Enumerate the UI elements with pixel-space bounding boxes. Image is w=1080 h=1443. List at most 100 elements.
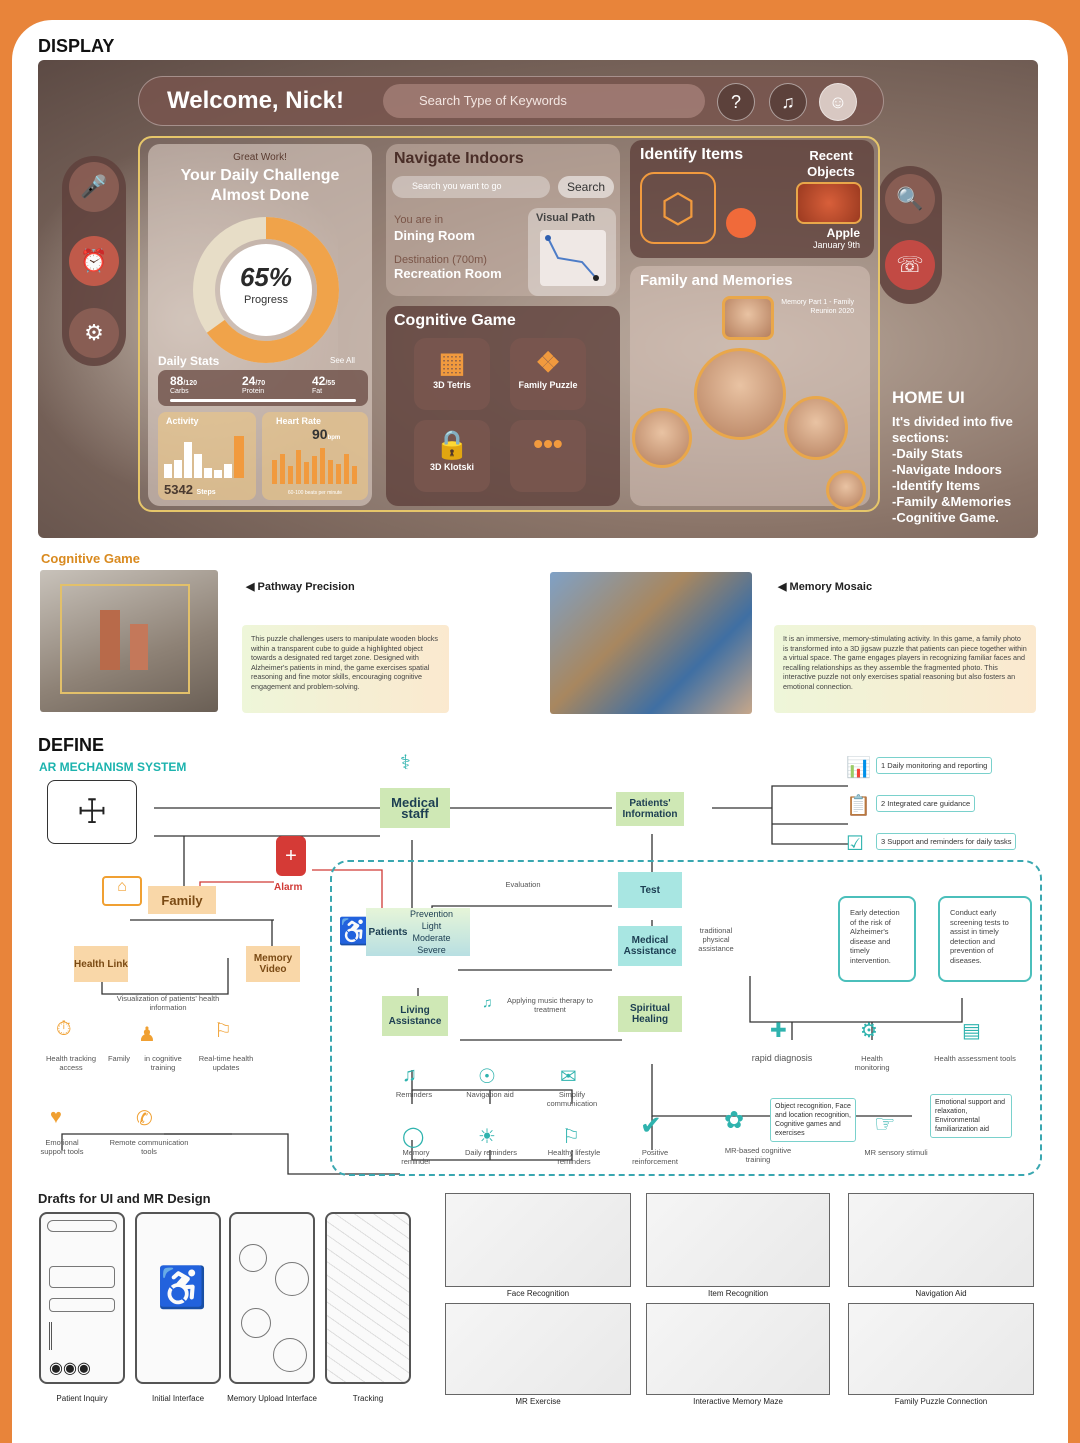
tile-3d-klotski[interactable]: 🔒3D Klotski	[414, 420, 490, 492]
triangle-left-icon: ◀	[778, 581, 787, 593]
home-ui-title: HOME UI	[892, 388, 965, 407]
daily-stats-card: Great Work! Your Daily Challenge Almost …	[148, 144, 372, 506]
severity-level: Severe	[417, 945, 446, 955]
left-icon-label: Real-time health updates	[198, 1054, 254, 1072]
sketch-face-recognition	[445, 1193, 631, 1287]
protein-label: Protein	[242, 388, 265, 395]
thumbs-up-icon: ✔	[640, 1110, 662, 1140]
bpm-unit: bpm	[327, 435, 341, 441]
sketch-mr-exercise	[445, 1303, 631, 1395]
reminder-label: Navigation aid	[466, 1090, 514, 1099]
ar-headset-icon: ☩	[47, 780, 137, 844]
draft-caption: Memory Upload Interface	[227, 1394, 317, 1403]
microphone-icon[interactable]: 🎤	[69, 162, 119, 212]
avatar-child[interactable]	[632, 408, 692, 468]
memory-photo[interactable]	[722, 296, 774, 340]
daily-stats-title: Daily Stats	[158, 354, 220, 368]
object-recognition-box: Object recognition, Face and location re…	[770, 1098, 856, 1142]
assessment-icon: ▤	[962, 1020, 981, 1042]
bell-icon[interactable]: ♫	[769, 83, 807, 121]
avatar[interactable]: ☺	[819, 83, 857, 121]
sketch-memory-maze	[646, 1303, 830, 1395]
magnifier-icon	[726, 208, 756, 238]
health-update-icon: ⚐	[214, 1020, 232, 1042]
bpm-value: 90	[312, 426, 328, 442]
tile-3d-tetris[interactable]: ▦3D Tetris	[414, 338, 490, 410]
reminder-label: MR-based cognitive training	[724, 1146, 792, 1164]
right-list-item-1: 1 Daily monitoring and reporting	[876, 757, 993, 774]
ar-system-title: AR MECHANISM SYSTEM	[39, 760, 187, 774]
draft-phone-2: ♿	[135, 1212, 221, 1384]
destination-name: Recreation Room	[394, 266, 502, 281]
cube-scan-icon[interactable]: ⬡	[640, 172, 716, 244]
apple-thumbnail[interactable]	[796, 182, 862, 224]
memory-caption: Memory Part 1 - Family Reunion 2020	[781, 299, 854, 315]
draft-phone-1: ◉◉◉	[39, 1212, 125, 1384]
bell-icon: ♫	[402, 1064, 417, 1086]
drafts-title: Drafts for UI and MR Design	[38, 1191, 211, 1206]
activity-card: Activity 5342 Steps	[158, 412, 256, 500]
see-all-link[interactable]: See All	[330, 356, 355, 365]
heart-note: 60-100 beats per minute	[287, 490, 343, 496]
activity-bars	[164, 436, 244, 478]
health-monitoring-icon: ⚙	[860, 1020, 878, 1042]
music-label: Applying music therapy to treatment	[507, 996, 593, 1014]
visual-path-card[interactable]: Visual Path	[528, 208, 616, 296]
pathway-title: ◀ Pathway Precision	[246, 581, 355, 593]
navigate-search-input[interactable]: Search you want to go	[392, 176, 550, 198]
patients-label: Patients	[368, 926, 408, 938]
alarm-clock-icon[interactable]: ⏰	[69, 236, 119, 286]
right-list-item-3: 3 Support and reminders for daily tasks	[876, 833, 1017, 850]
reminder-label: Positive reinforcement	[632, 1148, 678, 1166]
home-ui-item: -Daily Stats	[892, 446, 963, 461]
guidance-icon: 📋	[846, 795, 871, 817]
tile-more[interactable]: •••	[510, 420, 586, 492]
steps-unit: Steps	[196, 489, 216, 496]
test-box: Test	[618, 872, 682, 908]
puzzle-icon: ❖	[535, 347, 561, 378]
search-input[interactable]: Search Type of Keywords	[383, 84, 705, 118]
gear-icon[interactable]: ⚙	[69, 308, 119, 358]
home-ui-item: -Navigate Indoors	[892, 462, 1002, 477]
fat-max: /55	[325, 380, 336, 387]
lock-icon: 🔒	[434, 429, 470, 460]
help-icon[interactable]: ?	[717, 83, 755, 121]
touch-icon: ☞	[874, 1111, 896, 1138]
spiritual-healing-box: Spiritual Healing	[618, 996, 682, 1032]
left-icon-label: Health tracking access	[45, 1054, 97, 1072]
map-icon	[540, 230, 606, 286]
patients-box: Patients Prevention Light Moderate Sever…	[366, 908, 470, 956]
destination-label: Destination (700m)	[394, 254, 487, 266]
home-ui-item: -Family &Memories	[892, 494, 1012, 509]
cube-outline	[60, 584, 190, 694]
diag-label: Health monitoring	[854, 1054, 890, 1072]
tile-family-puzzle[interactable]: ❖Family Puzzle	[510, 338, 586, 410]
diag-label: rapid diagnosis	[751, 1053, 813, 1063]
mosaic-photo	[550, 572, 752, 714]
recent-item-name: Apple	[826, 226, 860, 240]
emergency-call-icon[interactable]: ☏	[885, 240, 935, 290]
visualization-label: Visualization of patients' health inform…	[116, 994, 220, 1012]
left-icon-label: Family	[107, 1054, 131, 1063]
pathway-desc: This puzzle challenges users to manipula…	[242, 625, 449, 713]
navigate-title: Navigate Indoors	[394, 150, 524, 167]
right-list-item-2: 2 Integrated care guidance	[876, 795, 976, 812]
system-boundary	[330, 860, 1042, 1176]
pathway-photo	[40, 570, 218, 712]
avatar-grandchild[interactable]	[826, 470, 866, 510]
progress-ring	[193, 217, 339, 363]
mosaic-title: ◀ Memory Mosaic	[778, 581, 873, 593]
memory-reminder-icon: ◯	[402, 1126, 425, 1148]
monitor-icon: 📊	[846, 757, 871, 779]
living-assistance-box: Living Assistance	[382, 996, 448, 1036]
avatar-father[interactable]	[694, 348, 786, 440]
scan-icon[interactable]: 🔍	[885, 174, 935, 224]
navigate-search-button[interactable]: Search	[558, 176, 614, 198]
left-sidebar: 🎤 ⏰ ⚙	[62, 156, 126, 366]
define-title: DEFINE	[38, 735, 105, 755]
early-screening-card: Conduct early screening tests to assist …	[938, 896, 1032, 982]
home-ui-item: -Identify Items	[892, 478, 981, 493]
sketch-caption: Navigation Aid	[915, 1289, 967, 1298]
daily-reminder-icon: ☀	[478, 1126, 496, 1148]
avatar-mother[interactable]	[784, 396, 848, 460]
